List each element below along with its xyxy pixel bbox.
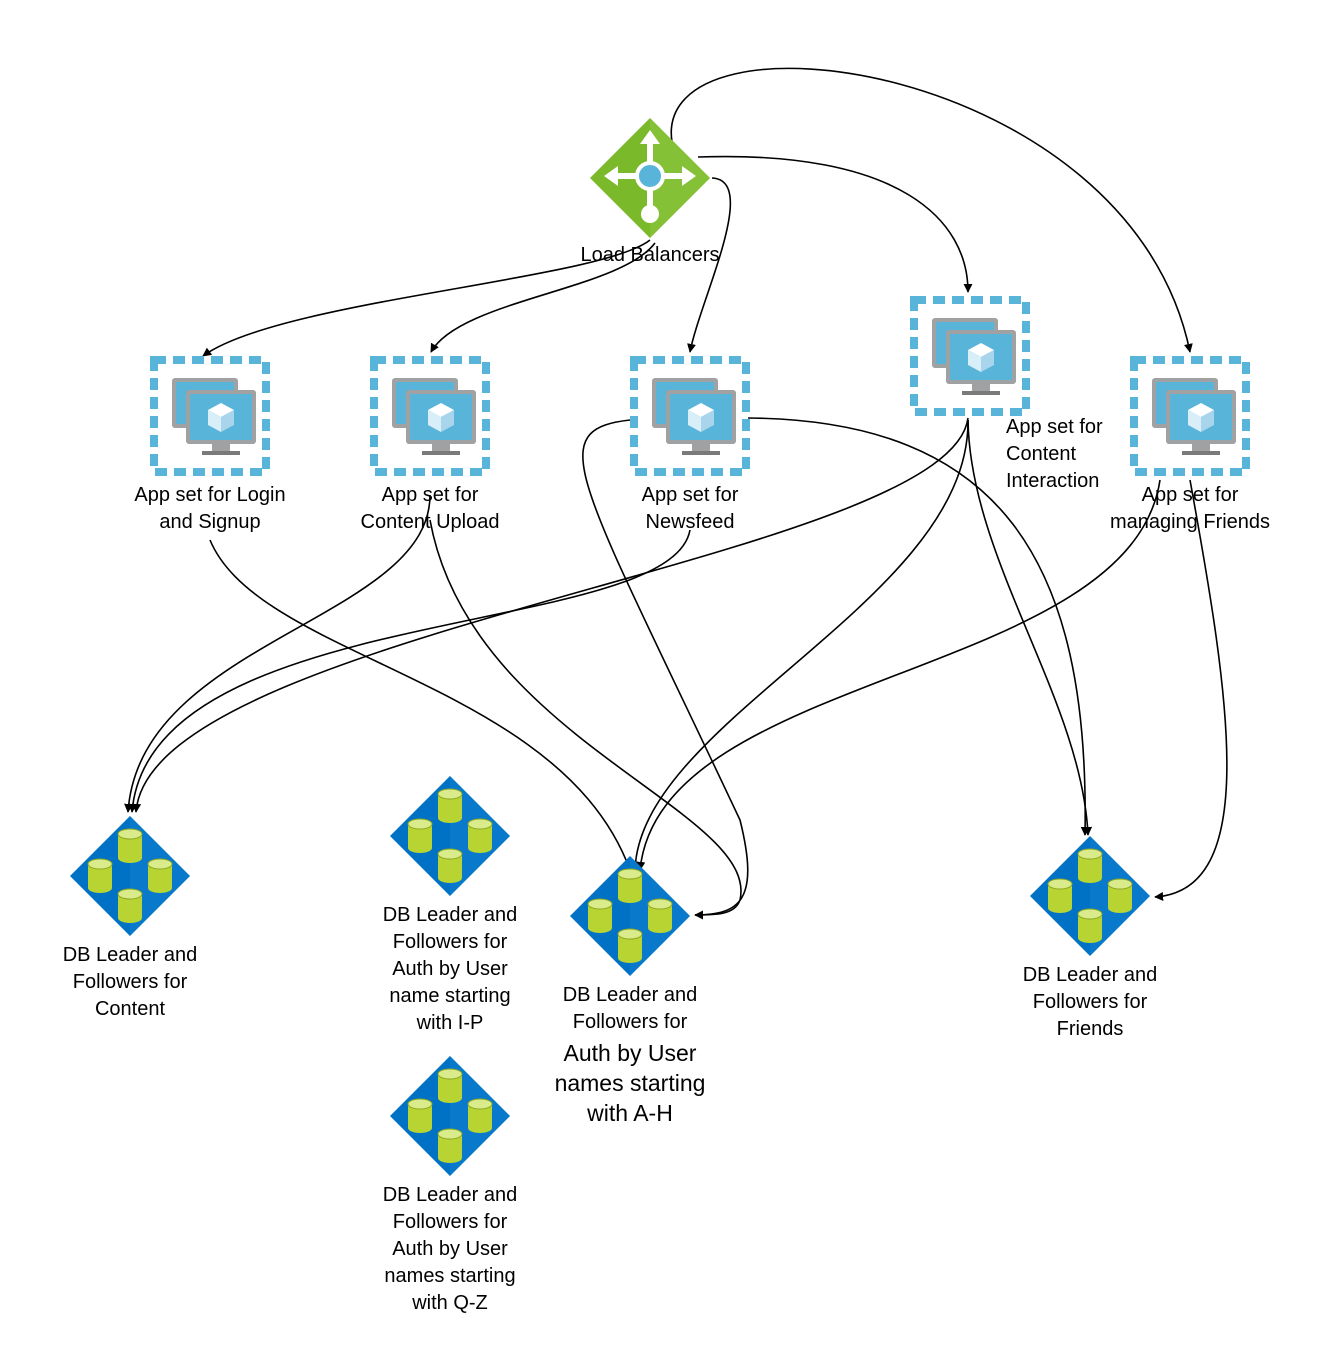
app-set-friends-label: App set for managing Friends: [1109, 484, 1271, 533]
load-balancer-label: Load Balancers: [580, 244, 720, 266]
app-set-newsfeed-label: App set for Newsfeed: [641, 484, 739, 533]
db-content-label: DB Leader and Followers for Content: [62, 944, 198, 1020]
app-set-interaction-label: App set for Content Interaction: [1006, 416, 1103, 492]
edge-login-to-db-auth-ah: [209, 539, 632, 871]
edge-lb-to-newsfeed: [687, 177, 732, 353]
db-friends-label: DB Leader and Followers for Friends: [1022, 964, 1158, 1040]
db-auth-ah-label-large: Auth by User names starting with A-H: [554, 1040, 706, 1126]
edge-interaction-to-db-auth-ah: [630, 419, 969, 871]
edge-upload-to-db-content: [124, 494, 431, 813]
db-content-icon: [70, 816, 190, 936]
db-auth-qz-label: DB Leader and Followers for Auth by User…: [382, 1184, 518, 1314]
edge-lb-to-login: [202, 239, 651, 357]
db-auth-ah-icon: [570, 856, 690, 976]
edge-friends-to-db-auth-ah: [636, 479, 1161, 871]
db-friends-icon: [1030, 836, 1150, 956]
edge-upload-to-db-auth-ah: [429, 519, 742, 920]
app-set-newsfeed-icon: [634, 360, 746, 472]
db-auth-ip-label: DB Leader and Followers for Auth by User…: [382, 904, 518, 1034]
db-auth-ah-label: DB Leader and Followers for: [562, 984, 698, 1033]
db-auth-ip-icon: [390, 776, 510, 896]
db-auth-qz-icon: [390, 1056, 510, 1176]
app-set-upload-icon: [374, 360, 486, 472]
edge-lb-to-friends: [670, 67, 1193, 353]
app-set-login-label: App set for Login and Signup: [134, 484, 286, 533]
edge-newsfeed-to-db-friends: [747, 417, 1090, 836]
app-set-interaction-icon: [914, 300, 1026, 412]
edge-lb-to-upload: [430, 242, 656, 353]
edge-lb-to-interaction: [697, 155, 973, 293]
edge-newsfeed-to-db-content: [128, 529, 691, 813]
load-balancer-icon: [590, 118, 710, 238]
app-set-upload-label: App set for Content Upload: [360, 484, 500, 533]
edge-newsfeed-to-db-auth-ah: [582, 419, 749, 916]
app-set-login-icon: [154, 360, 266, 472]
edge-interaction-to-db-friends: [967, 419, 1093, 836]
edges: [124, 67, 1228, 920]
edge-friends-to-db-friends: [1154, 479, 1228, 901]
edge-interaction-to-db-content: [132, 417, 969, 813]
